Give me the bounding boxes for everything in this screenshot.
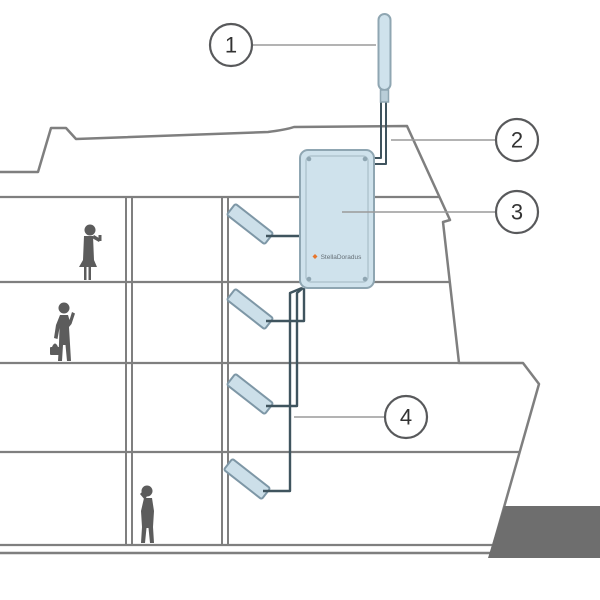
person-body [79, 236, 97, 280]
panel-cable-2 [266, 288, 306, 323]
coax-line-b [374, 101, 387, 165]
person-arm [140, 491, 147, 500]
callout-1-circle [208, 22, 254, 68]
brand-logo-mark [312, 254, 318, 259]
callout-2-number: 2 [511, 128, 523, 153]
water [488, 506, 600, 558]
person-body [141, 498, 154, 543]
callout-3-circle [494, 189, 540, 235]
panel-cable-3 [266, 287, 304, 408]
booster-screw-tr [362, 156, 368, 162]
antenna-cable [374, 101, 387, 165]
callout-1-number: 1 [225, 33, 237, 58]
person-deck4 [140, 485, 154, 543]
briefcase [50, 347, 60, 355]
person-deck1 [79, 224, 102, 280]
callout-1: 1 [208, 22, 376, 68]
indoor-panel-antenna-1 [226, 203, 274, 245]
booster-brand-text: StellaDoradus [321, 254, 363, 261]
callout-3-number: 3 [511, 200, 523, 225]
callout-2-circle [494, 117, 540, 163]
indoor-panel-antenna-2 [226, 288, 274, 330]
callout-2: 2 [391, 117, 540, 163]
cabin-walls [125, 197, 229, 545]
person-head [58, 302, 70, 314]
booster-faceplate [305, 155, 369, 283]
phone [98, 235, 102, 241]
panel-cable-4 [263, 286, 303, 493]
deck-lines [0, 195, 520, 547]
booster-screw-br [362, 276, 368, 282]
booster-screw-bl [306, 276, 312, 282]
person-deck2 [50, 302, 75, 361]
callout-4-circle [383, 394, 429, 440]
briefcase-handle [52, 343, 58, 347]
antenna-mount [379, 89, 390, 103]
booster-body [299, 149, 375, 289]
booster-screw-tl [306, 156, 312, 162]
external-antenna [377, 13, 392, 103]
booster-unit: StellaDoradus [299, 149, 375, 289]
person-arm [92, 235, 101, 242]
indoor-panel-antenna-3 [226, 373, 274, 415]
person-head [84, 224, 96, 236]
callout-3: 3 [342, 189, 540, 235]
ship-hull-outline [0, 124, 541, 555]
indoor-panel-antenna-4 [223, 458, 271, 500]
antenna-radome [377, 13, 392, 91]
coax-line-a [374, 101, 382, 159]
callout-4-number: 4 [400, 405, 412, 430]
callout-4: 4 [294, 394, 429, 440]
